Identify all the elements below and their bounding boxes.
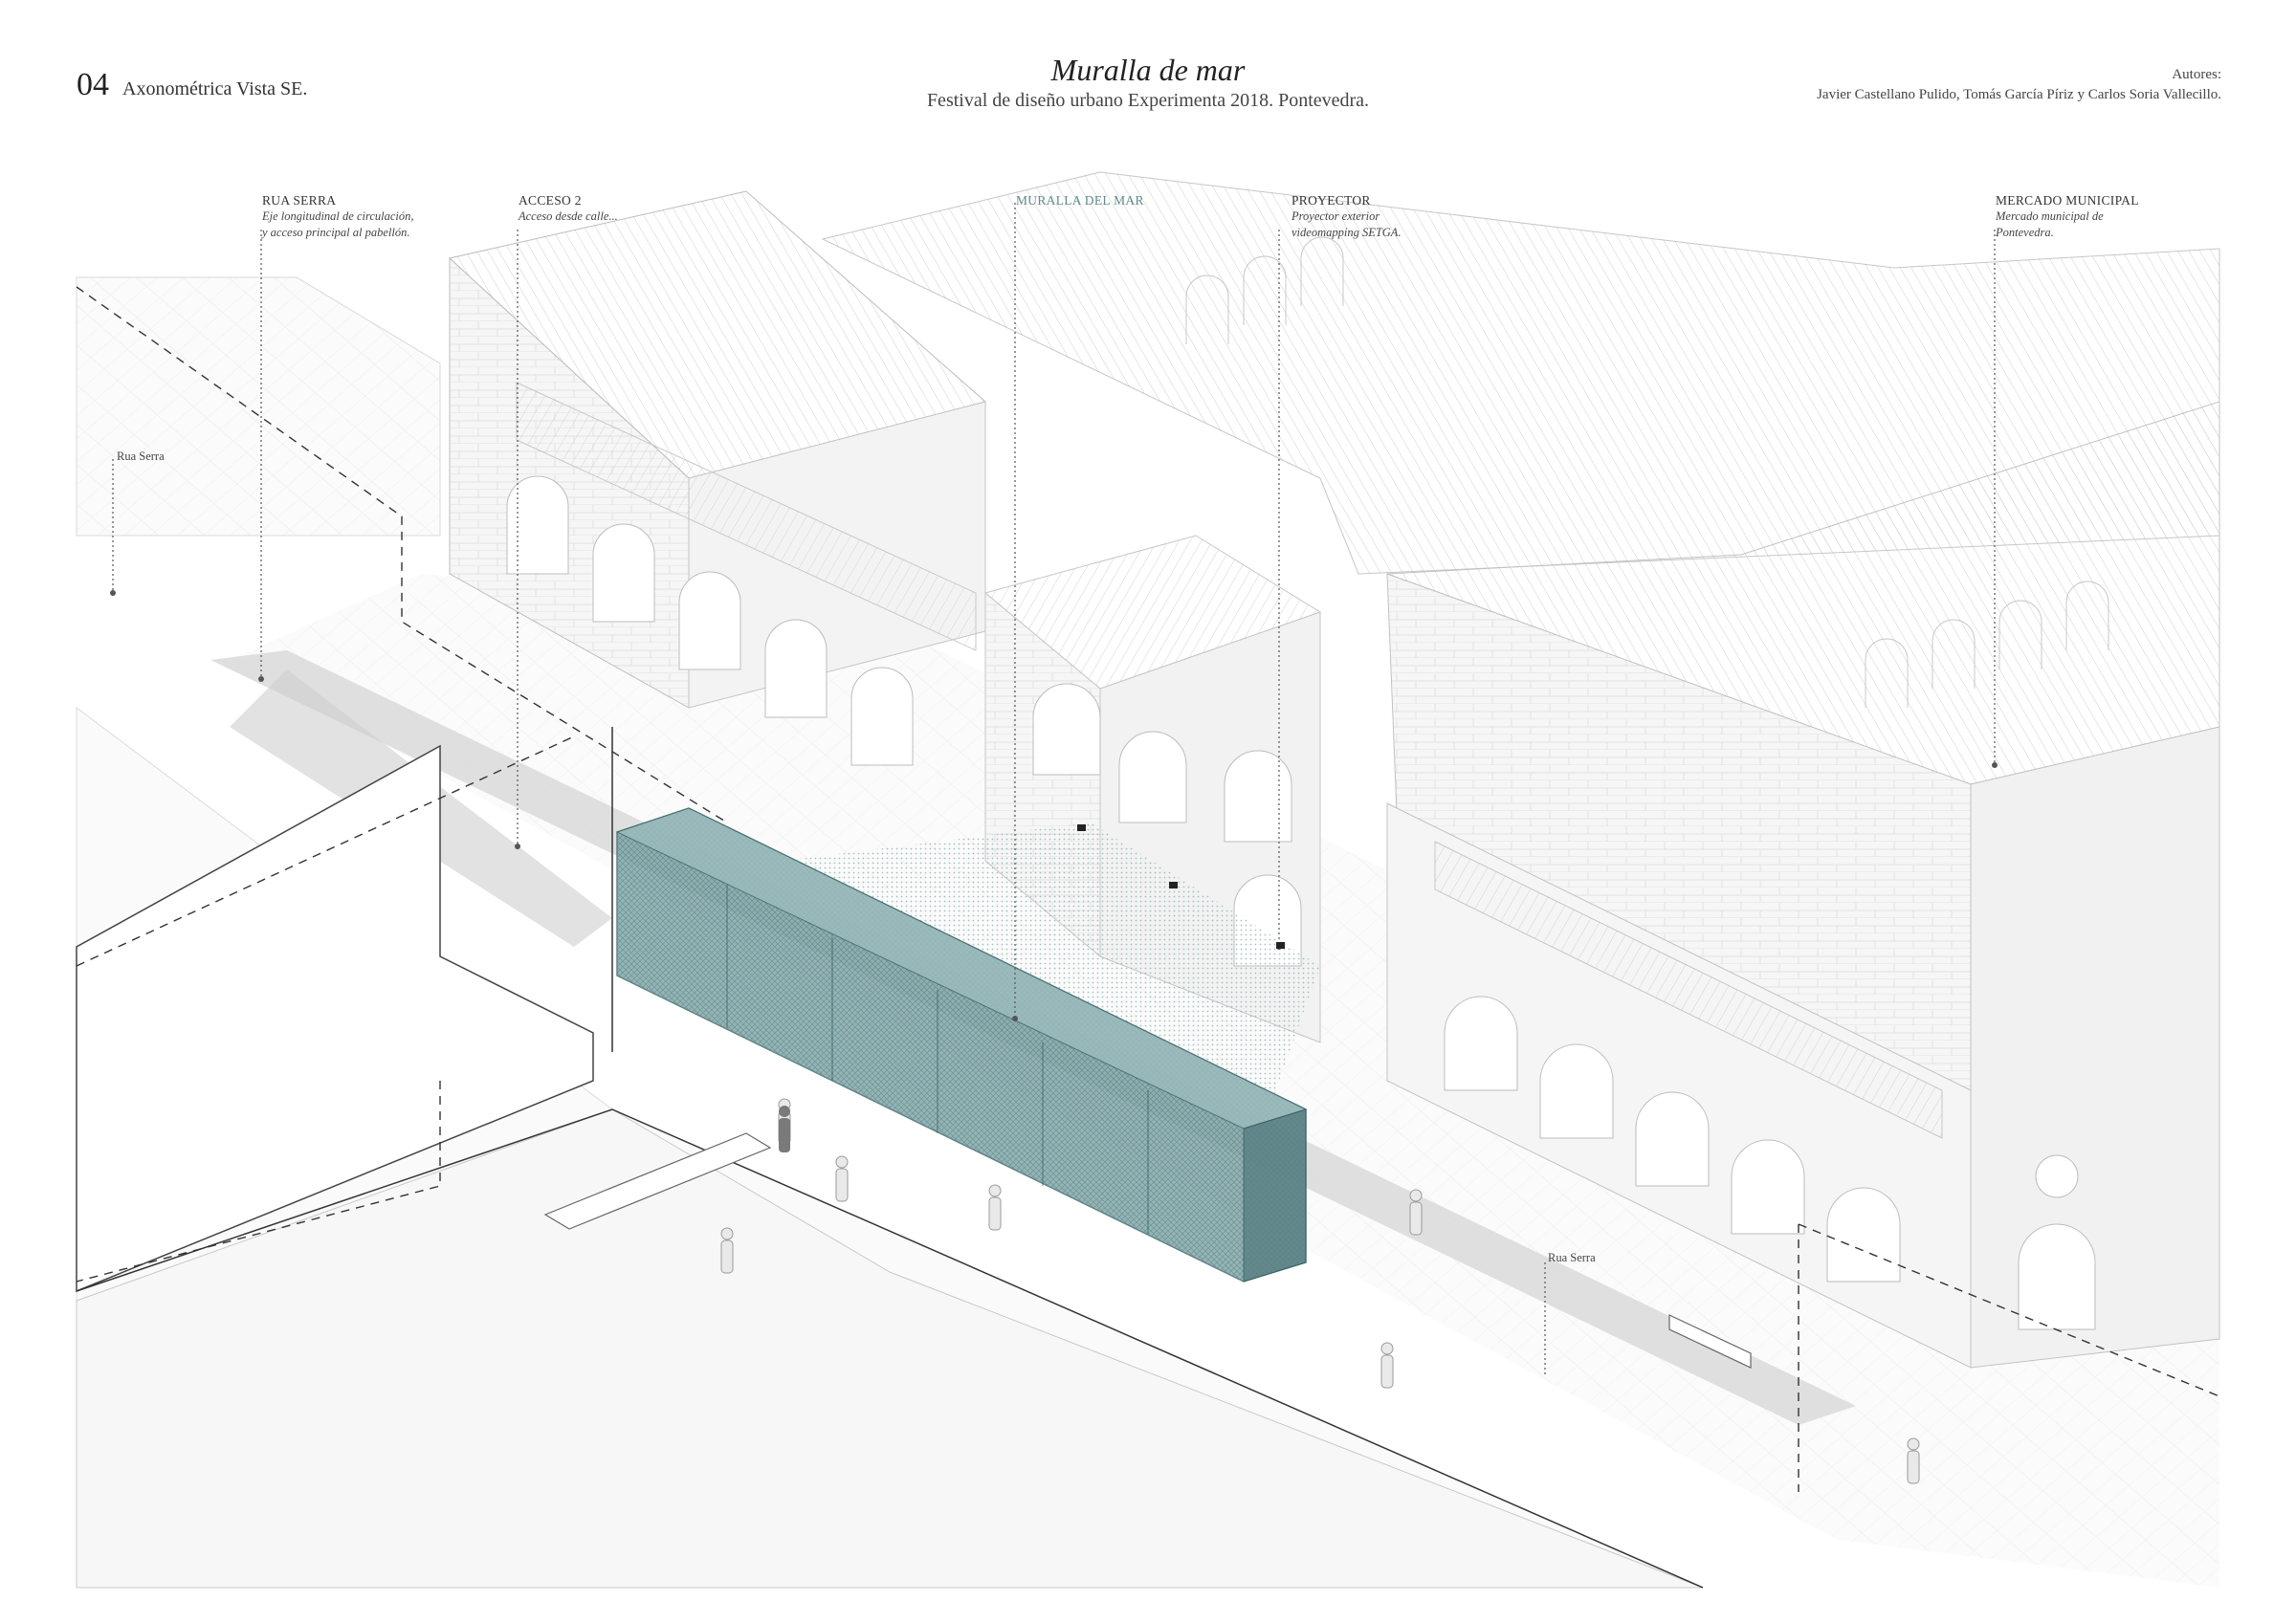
dashed-guides xyxy=(76,286,2220,1492)
callout-acceso-2-desc: Acceso desde calle... xyxy=(519,209,618,223)
authors-block: Autores: Javier Castellano Pulido, Tomás… xyxy=(1817,65,2221,105)
benches xyxy=(543,1132,1752,1369)
callout-acceso-2-title: ACCESO 2 xyxy=(519,193,582,208)
callout-proyector-desc-1: Proyector exterior xyxy=(1292,209,1380,223)
people-figures xyxy=(720,1098,1920,1484)
callout-acceso-2: ACCESO 2 Acceso desde calle... xyxy=(519,192,618,225)
callout-mercado-municipal-title: MERCADO MUNICIPAL xyxy=(1996,193,2139,208)
authors-label: Autores: xyxy=(2172,67,2221,82)
drawing-title: Muralla de mar xyxy=(1050,53,1246,87)
callout-rua-serra-title: RUA SERRA xyxy=(262,193,337,208)
callout-rua-serra: RUA SERRA Eje longitudinal de circulació… xyxy=(262,192,414,241)
building-right xyxy=(1185,236,2220,1369)
callout-mercado-municipal-desc-2: Pontevedra. xyxy=(1996,226,2054,239)
projection-area xyxy=(784,822,1320,1100)
sheet-header-center: Muralla de mar Festival de diseño urbano… xyxy=(0,53,2296,112)
callout-muralla-del-mar-title: MURALLA DEL MAR xyxy=(1016,193,1144,208)
projector-icons xyxy=(1077,824,1285,949)
sheet-header-left: 04 Axonométrica Vista SE. xyxy=(77,67,307,103)
sheet-number: 04 xyxy=(77,67,109,102)
building-low-left xyxy=(76,727,1704,1589)
pavilion-muralla-del-mar xyxy=(615,807,1308,1283)
street-label-rua-serra-left: Rua Serra xyxy=(117,450,165,463)
callout-muralla-del-mar: MURALLA DEL MAR xyxy=(1016,192,1144,208)
callout-rua-serra-desc-2: y acceso principal al pabellón. xyxy=(262,226,410,239)
callout-rua-serra-desc-1: Eje longitudinal de circulación, xyxy=(262,209,414,223)
drawing-subtitle: Festival de diseño urbano Experimenta 20… xyxy=(926,90,1370,111)
authors-names: Javier Castellano Pulido, Tomás García P… xyxy=(1817,87,2221,102)
view-name: Axonométrica Vista SE. xyxy=(122,78,308,99)
callout-leaders xyxy=(112,203,1996,1377)
street-label-rua-serra-right: Rua Serra xyxy=(1548,1251,1596,1264)
callout-proyector: PROYECTOR Proyector exterior videomappin… xyxy=(1292,192,1402,241)
building-left xyxy=(448,190,987,766)
callout-mercado-municipal: MERCADO MUNICIPAL Mercado municipal de P… xyxy=(1996,192,2139,241)
callout-proyector-title: PROYECTOR xyxy=(1292,193,1371,208)
callout-proyector-desc-2: videomapping SETGA. xyxy=(1292,226,1402,239)
callout-mercado-municipal-desc-1: Mercado municipal de xyxy=(1996,209,2104,223)
person-dark xyxy=(779,1106,790,1152)
